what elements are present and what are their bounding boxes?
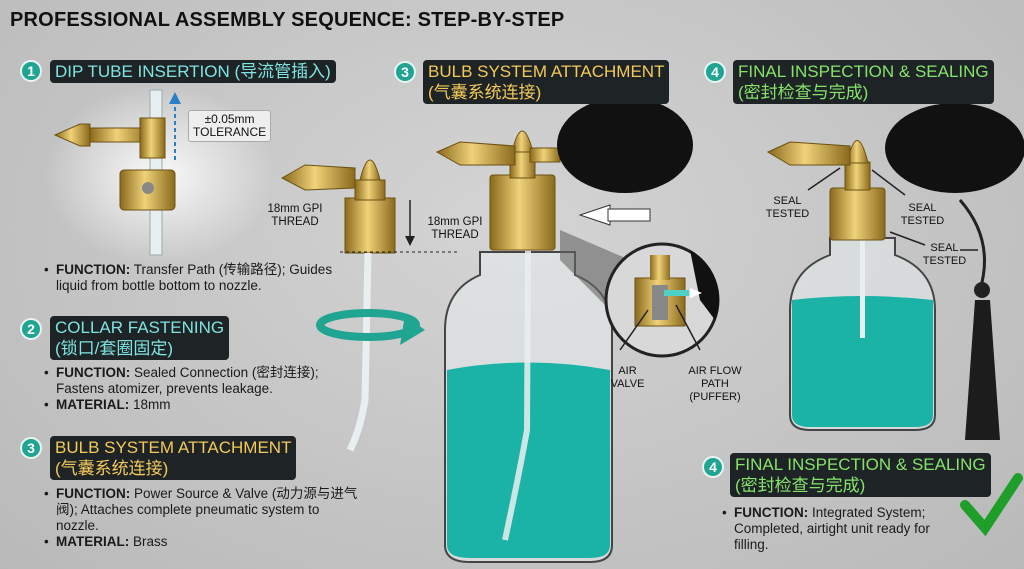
step-1-details: FUNCTION: Transfer Path (传输路径); Guides l…: [44, 262, 364, 294]
material-text: Brass: [133, 534, 168, 549]
tolerance-label: ±0.05mm TOLERANCE: [188, 110, 272, 142]
function-text: Integrated System; Completed, airtight u…: [734, 505, 930, 552]
title-en: BULB SYSTEM ATTACHMENT: [55, 438, 292, 457]
seal-label-1: SEAL TESTED: [765, 195, 810, 220]
step-3-badge: 3: [20, 437, 42, 459]
step-3-details: FUNCTION: Power Source & Valve (动力源与进气阀)…: [44, 486, 364, 550]
title-en: FINAL INSPECTION & SEALING: [738, 62, 989, 81]
atomizer-2: [280, 159, 396, 254]
function-label: FUNCTION:: [56, 365, 131, 380]
step-4-bottom-title: FINAL INSPECTION & SEALING (密封检查与完成): [730, 453, 991, 497]
detail-magnifier: [604, 242, 720, 358]
air-flow-label: AIR FLOW PATH (PUFFER): [688, 365, 742, 403]
step-4-details: FUNCTION: Integrated System; Completed, …: [722, 505, 962, 553]
function-text: Sealed Connection (密封连接); Fastens atomiz…: [56, 365, 319, 396]
step-4-badge: 4: [704, 61, 726, 83]
title-en: BULB SYSTEM ATTACHMENT: [428, 62, 665, 81]
material-label: MATERIAL:: [56, 534, 130, 549]
tolerance-text: TOLERANCE: [193, 125, 267, 139]
checkmark-icon: [960, 473, 1023, 537]
function-text: Transfer Path (传输路径); Guides liquid from…: [56, 262, 333, 293]
rubber-bulb-final: [885, 103, 1024, 193]
step-3-title: BULB SYSTEM ATTACHMENT (气囊系统连接): [50, 436, 297, 480]
function-label: FUNCTION:: [734, 505, 809, 520]
step-1-badge: 1: [20, 60, 42, 82]
step-4-bottom-badge: 4: [702, 456, 724, 478]
function-label: FUNCTION:: [56, 486, 131, 501]
title-cn: (密封检查与完成): [738, 83, 869, 102]
material-text: 18mm: [133, 397, 171, 412]
step-3-center-title: BULB SYSTEM ATTACHMENT (气囊系统连接): [423, 60, 670, 104]
function-label: FUNCTION:: [56, 262, 131, 277]
step-2-badge: 2: [20, 318, 42, 340]
atomizer-1: [53, 117, 176, 211]
dip-tube-2: [346, 252, 372, 452]
title-en: COLLAR FASTENING: [55, 318, 225, 337]
step-2-details: FUNCTION: Sealed Connection (密封连接); Fast…: [44, 365, 364, 413]
attach-arrow: [578, 204, 611, 226]
thread-label-1: 18mm GPI THREAD: [267, 203, 323, 228]
bottle-final: [766, 103, 1024, 440]
rubber-bulb: [557, 97, 693, 193]
title-cn: (气囊系统连接): [428, 83, 542, 102]
step-3-center-badge: 3: [394, 61, 416, 83]
title-cn: (气囊系统连接): [55, 459, 169, 478]
material-label: MATERIAL:: [56, 397, 130, 412]
tassel: [965, 300, 1000, 440]
title-en: FINAL INSPECTION & SEALING: [735, 455, 986, 474]
title-cn: (密封检查与完成): [735, 476, 866, 495]
air-valve-label: AIR VALVE: [610, 365, 645, 390]
bottle-center: [435, 97, 693, 563]
step-4-title: FINAL INSPECTION & SEALING (密封检查与完成): [733, 60, 994, 104]
step-1-title: DIP TUBE INSERTION (导流管插入): [50, 60, 336, 83]
function-text: Power Source & Valve (动力源与进气阀); Attaches…: [56, 486, 358, 533]
page-title: PROFESSIONAL ASSEMBLY SEQUENCE: STEP-BY-…: [10, 9, 565, 31]
thread-label-2: 18mm GPI THREAD: [427, 216, 483, 241]
tolerance-value: ±0.05mm: [204, 112, 255, 126]
seal-label-2: SEAL TESTED: [900, 202, 945, 227]
seal-label-3: SEAL TESTED: [922, 242, 967, 267]
step-2-title: COLLAR FASTENING (锁口/套圈固定): [50, 316, 230, 360]
title-cn: (锁口/套圈固定): [55, 339, 174, 358]
